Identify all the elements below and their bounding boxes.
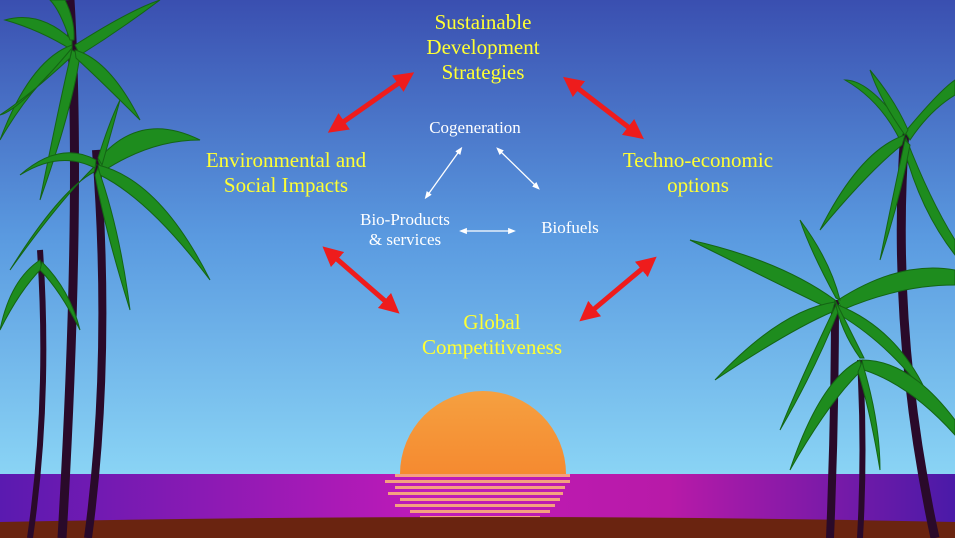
arrow-cogeneration-biofuels xyxy=(496,147,540,190)
arrow-bottom-right xyxy=(579,256,657,322)
left-palm-trees xyxy=(0,0,211,538)
inner-connector-arrows xyxy=(424,146,540,235)
node-top-line-2: Development xyxy=(426,35,540,60)
node-bio-products: Bio-Products & services xyxy=(345,210,465,251)
node-bio-products-line-1: Bio-Products xyxy=(360,210,450,229)
node-sustainable-development: Sustainable Development Strategies xyxy=(408,10,558,86)
node-global-competitiveness: Global Competitiveness xyxy=(412,310,572,360)
right-palm-trees xyxy=(689,69,955,538)
node-bottom-line-1: Global xyxy=(463,310,521,334)
node-left-line-1: Environmental and xyxy=(205,148,367,172)
node-techno-economic: Techno-economic options xyxy=(598,148,798,198)
arrow-top-left xyxy=(327,72,415,133)
outer-connector-arrows xyxy=(322,72,657,322)
node-right-line-2: options xyxy=(667,173,729,198)
node-top-line-3: Strategies xyxy=(441,60,525,85)
node-bio-products-line-2: & services xyxy=(368,230,442,250)
node-right-line-1: Techno-economic xyxy=(622,148,774,172)
arrow-top-right xyxy=(563,76,644,140)
node-left-line-2: Social Impacts xyxy=(223,173,349,198)
arrow-cogeneration-bioproducts xyxy=(424,146,463,200)
node-biofuels: Biofuels xyxy=(541,218,599,237)
node-bottom-line-2: Competitiveness xyxy=(422,335,562,360)
node-environmental-social: Environmental and Social Impacts xyxy=(186,148,386,198)
ground xyxy=(0,517,955,538)
node-cogeneration: Cogeneration xyxy=(429,118,521,137)
arrow-bottom-left xyxy=(322,246,400,314)
node-top-line-1: Sustainable xyxy=(434,10,532,34)
